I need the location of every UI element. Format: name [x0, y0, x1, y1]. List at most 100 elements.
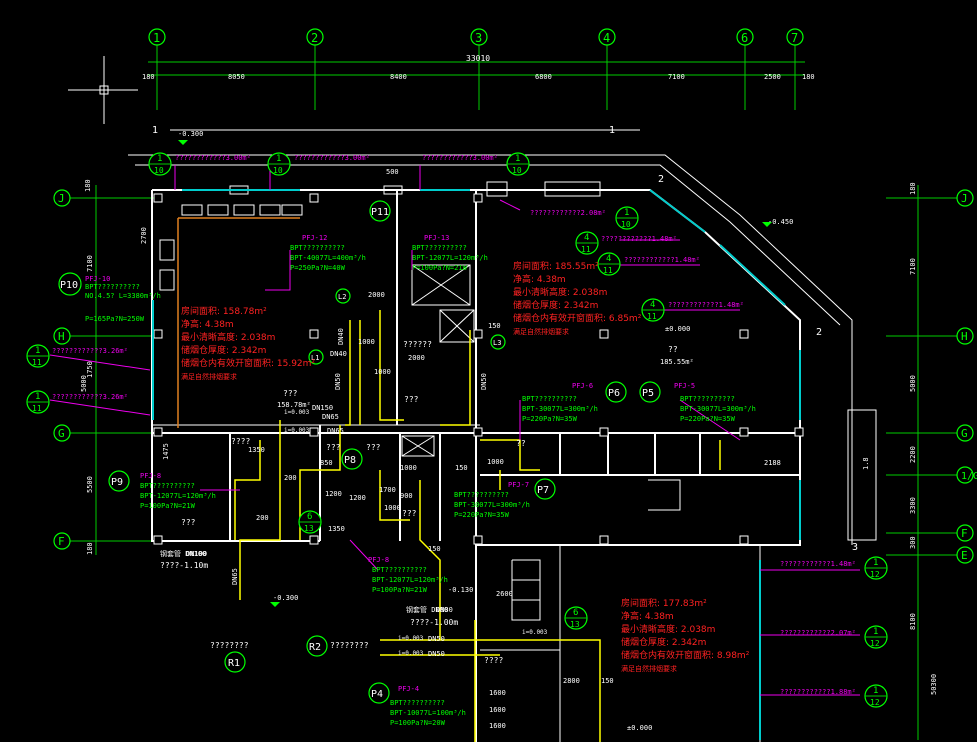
svg-text:±0.000: ±0.000 — [627, 724, 652, 732]
svg-text:DN50: DN50 — [480, 373, 488, 390]
svg-text:180: 180 — [86, 542, 94, 555]
svg-text:2500: 2500 — [764, 73, 781, 81]
fan-spec-pfj8-a: PFJ-8 BPT?????????? BPT-12077L=120m³/h P… — [140, 472, 216, 510]
svg-text:2188: 2188 — [764, 459, 781, 467]
svg-text:150: 150 — [601, 677, 614, 685]
tag-r2: R2 — [306, 635, 328, 657]
fan-spec-pfj13: PFJ-13 BPT?????????? BPT-12077L=120m³/h … — [412, 234, 488, 272]
svg-text:1600: 1600 — [489, 706, 506, 714]
svg-text:DN50: DN50 — [334, 373, 342, 390]
svg-text:??????: ?????? — [403, 340, 432, 349]
svg-text:L2: L2 — [338, 293, 346, 301]
ucs-crosshair-icon — [68, 56, 138, 124]
svg-text:BPT??????????: BPT?????????? — [85, 283, 140, 291]
section-mark: 2 — [816, 327, 822, 338]
pipe-labels: DN40 DN40 DN50 DN50 DN65 DN65 DN100 DN80… — [160, 328, 548, 658]
svg-text:13: 13 — [304, 524, 314, 533]
svg-text:i=0.003: i=0.003 — [522, 629, 548, 636]
svg-text:1: 1 — [35, 346, 40, 356]
grid-axis-top: 1 2 3 4 6 7 33010 180 8050 8400 6800 710… — [142, 28, 815, 110]
svg-text:1: 1 — [157, 154, 162, 164]
svg-text:7100: 7100 — [86, 255, 94, 272]
svg-text:P6: P6 — [608, 388, 620, 399]
svg-text:???: ??? — [181, 518, 196, 527]
svg-text:850: 850 — [320, 459, 333, 467]
smoke-note-dining: 房间面积: 185.55m² 净高: 4.38m 最小清晰高度: 2.038m … — [513, 260, 642, 336]
tag-p7: P7 — [534, 478, 556, 500]
svg-text:BPT??????????: BPT?????????? — [390, 699, 445, 707]
svg-text:158.78m²: 158.78m² — [277, 401, 311, 409]
svg-text:PFJ-6: PFJ-6 — [572, 382, 593, 390]
svg-text:DN50: DN50 — [428, 635, 445, 643]
svg-text:180: 180 — [909, 182, 917, 195]
svg-text:3: 3 — [475, 31, 482, 45]
svg-text:F: F — [58, 535, 65, 548]
svg-text:BPT??????????: BPT?????????? — [454, 491, 509, 499]
callout-1-10-b: 110 ????????????3.00m² — [267, 152, 370, 176]
svg-text:5000: 5000 — [909, 375, 917, 392]
svg-text:????-1.10m: ????-1.10m — [160, 561, 208, 570]
tag-l1: L1 — [308, 349, 324, 365]
svg-text:储烟仓内有效开窗面积: 15.92m²: 储烟仓内有效开窗面积: 15.92m² — [181, 357, 315, 369]
callout-1-11-b: 111 ????????????3.26m² — [26, 390, 128, 414]
svg-text:11: 11 — [32, 358, 42, 367]
svg-text:P5: P5 — [642, 388, 654, 399]
fan-spec-pfj8-b: PFJ-8 BPT?????????? BPT-12077L=120m³/h P… — [368, 556, 448, 594]
svg-text:????????????1.48m²: ????????????1.48m² — [668, 301, 744, 309]
svg-text:P=100Pa?N=21W: P=100Pa?N=21W — [412, 264, 468, 272]
svg-text:BPT-30077L=300m³/h: BPT-30077L=300m³/h — [680, 405, 756, 413]
svg-text:???: ??? — [326, 443, 341, 452]
svg-text:P=220Pa?N=35W: P=220Pa?N=35W — [680, 415, 736, 423]
svg-text:1: 1 — [624, 208, 629, 218]
svg-text:7100: 7100 — [909, 258, 917, 275]
svg-text:????????????1.48m²: ????????????1.48m² — [780, 560, 856, 568]
svg-text:6: 6 — [573, 608, 578, 618]
callout-1-10-d: 110 ????????????2.08m² — [530, 206, 639, 230]
svg-text:2800: 2800 — [563, 677, 580, 685]
svg-text:P4: P4 — [371, 689, 383, 700]
svg-text:1200: 1200 — [325, 490, 342, 498]
svg-text:R1: R1 — [228, 658, 240, 669]
svg-text:????????????3.00m²: ????????????3.00m² — [422, 154, 498, 162]
svg-text:4: 4 — [603, 31, 610, 45]
svg-text:150: 150 — [488, 322, 501, 330]
svg-text:1350: 1350 — [328, 525, 345, 533]
svg-text:4: 4 — [650, 300, 655, 310]
svg-text:BPT??????????: BPT?????????? — [522, 395, 577, 403]
svg-text:DN150: DN150 — [312, 404, 333, 412]
svg-text:钢套管 DN100: 钢套管 DN100 — [160, 549, 206, 558]
grid-axis-right: J H G 1/G F E 180 7100 5000 2200 3300 30… — [847, 182, 977, 740]
svg-text:P9: P9 — [111, 477, 123, 488]
svg-text:BPT-40077L=400m³/h: BPT-40077L=400m³/h — [290, 254, 366, 262]
svg-text:????????????1.48m²: ????????????1.48m² — [601, 235, 677, 243]
svg-text:DN100: DN100 — [186, 550, 207, 558]
grid-bubble-1: 1 — [148, 28, 166, 46]
section-mark: 2 — [658, 174, 664, 185]
svg-text:2: 2 — [311, 31, 318, 45]
svg-text:DN40: DN40 — [330, 350, 347, 358]
svg-text:PFJ-12: PFJ-12 — [302, 234, 327, 242]
small-dimensions: 500 2000 1000 2000 1000 150 1350 200 200… — [248, 168, 781, 730]
svg-text:BPT??????????: BPT?????????? — [140, 482, 195, 490]
svg-text:BPT??????????: BPT?????????? — [412, 244, 467, 252]
svg-text:11: 11 — [647, 312, 657, 321]
svg-text:P10: P10 — [60, 280, 78, 291]
smoke-note-south: 房间面积: 177.83m² 净高: 4.38m 最小清晰高度: 2.038m … — [621, 597, 750, 673]
svg-text:净高: 4.38m: 净高: 4.38m — [181, 318, 234, 330]
svg-text:1: 1 — [873, 558, 878, 568]
fan-spec-pfj4: PFJ-4 BPT?????????? BPT-10077L=100m³/h P… — [390, 685, 466, 727]
section-mark: 1 — [152, 125, 158, 136]
fan-spec-pfj7: PFJ-7 BPT?????????? BPT-30077L=300m³/h P… — [454, 481, 530, 519]
svg-text:储烟仓厚度: 2.342m: 储烟仓厚度: 2.342m — [513, 299, 598, 311]
svg-text:185.55m²: 185.55m² — [660, 358, 694, 366]
svg-text:PFJ-8: PFJ-8 — [368, 556, 389, 564]
svg-text:1600: 1600 — [489, 689, 506, 697]
svg-text:储烟仓内有效开窗面积: 6.85m²: 储烟仓内有效开窗面积: 6.85m² — [513, 312, 642, 324]
level-marker: -0.300 -0.450 ±0.000 -0.300 ±0.000 -0.13… — [178, 130, 793, 732]
svg-text:????????????1.48m²: ????????????1.48m² — [624, 256, 700, 264]
svg-text:????-1.00m: ????-1.00m — [410, 618, 458, 627]
callout-4-11-b: 411 ????????????1.48m² — [597, 252, 700, 276]
svg-text:7: 7 — [791, 31, 798, 45]
svg-text:1475: 1475 — [162, 443, 170, 460]
